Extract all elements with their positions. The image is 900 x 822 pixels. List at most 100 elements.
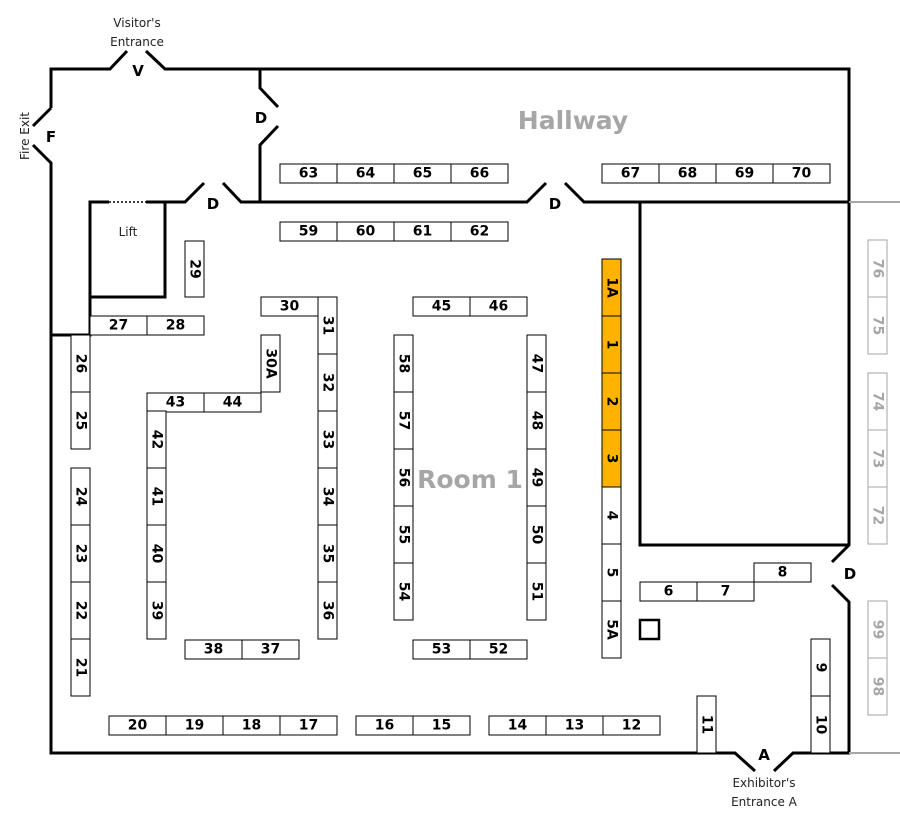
booth-5[interactable]: 5 <box>601 543 622 602</box>
booth-9[interactable]: 9 <box>810 638 831 697</box>
booth-27[interactable]: 27 <box>89 315 148 336</box>
booth-4[interactable]: 4 <box>601 486 622 545</box>
booth-72[interactable]: 72 <box>867 486 888 545</box>
booth-43[interactable]: 43 <box>146 392 205 413</box>
booth-46[interactable]: 46 <box>469 296 528 317</box>
booth-number: 9 <box>813 663 829 673</box>
booth-41[interactable]: 41 <box>146 467 167 526</box>
booth-36[interactable]: 36 <box>317 581 338 640</box>
booth-52[interactable]: 52 <box>469 639 528 660</box>
booth-number: 17 <box>299 718 318 734</box>
booth-box <box>450 163 509 184</box>
booth-number: 58 <box>396 354 412 373</box>
booth-50[interactable]: 50 <box>526 505 547 564</box>
booth-35[interactable]: 35 <box>317 524 338 583</box>
booth-20[interactable]: 20 <box>108 715 167 736</box>
booth-31[interactable]: 31 <box>317 296 338 355</box>
booth-21[interactable]: 21 <box>70 638 91 697</box>
booth-76[interactable]: 76 <box>867 239 888 298</box>
booth-25[interactable]: 25 <box>70 391 91 450</box>
booth-number: 3 <box>604 454 620 464</box>
booth-6[interactable]: 6 <box>639 581 698 602</box>
booth-box <box>810 695 831 754</box>
booth-49[interactable]: 49 <box>526 448 547 507</box>
booth-99[interactable]: 99 <box>867 600 888 659</box>
booth-1a[interactable]: 1A <box>601 258 622 317</box>
booth-58[interactable]: 58 <box>393 334 414 393</box>
booth-number: 49 <box>529 468 545 487</box>
booth-39[interactable]: 39 <box>146 581 167 640</box>
booth-number: 45 <box>432 299 451 315</box>
booth-42[interactable]: 42 <box>146 410 167 469</box>
booth-2[interactable]: 2 <box>601 372 622 431</box>
booth-44[interactable]: 44 <box>203 392 262 413</box>
booth-13[interactable]: 13 <box>545 715 604 736</box>
booth-56[interactable]: 56 <box>393 448 414 507</box>
booth-17[interactable]: 17 <box>279 715 338 736</box>
booth-box <box>70 391 91 450</box>
booth-16[interactable]: 16 <box>355 715 414 736</box>
booth-19[interactable]: 19 <box>165 715 224 736</box>
booth-15[interactable]: 15 <box>412 715 471 736</box>
booth-48[interactable]: 48 <box>526 391 547 450</box>
booth-66[interactable]: 66 <box>450 163 509 184</box>
booth-55[interactable]: 55 <box>393 505 414 564</box>
booth-number: 52 <box>489 642 508 658</box>
booth-number: 8 <box>778 565 788 581</box>
booth-62[interactable]: 62 <box>450 221 509 242</box>
booth-number: 26 <box>73 354 89 373</box>
booth-box <box>469 296 528 317</box>
booth-73[interactable]: 73 <box>867 429 888 488</box>
booth-22[interactable]: 22 <box>70 581 91 640</box>
booth-26[interactable]: 26 <box>70 334 91 393</box>
door-v: V <box>132 62 144 80</box>
booth-14[interactable]: 14 <box>488 715 547 736</box>
door-d-hallway: D <box>255 109 267 127</box>
booth-40[interactable]: 40 <box>146 524 167 583</box>
booth-32[interactable]: 32 <box>317 353 338 412</box>
booth-24[interactable]: 24 <box>70 467 91 526</box>
booth-68[interactable]: 68 <box>658 163 717 184</box>
booth-45[interactable]: 45 <box>412 296 471 317</box>
booth-59[interactable]: 59 <box>279 221 338 242</box>
booth-28[interactable]: 28 <box>146 315 205 336</box>
booth-53[interactable]: 53 <box>412 639 471 660</box>
booth-47[interactable]: 47 <box>526 334 547 393</box>
booth-34[interactable]: 34 <box>317 467 338 526</box>
booth-65[interactable]: 65 <box>393 163 452 184</box>
booth-11[interactable]: 11 <box>696 695 717 754</box>
booth-38[interactable]: 38 <box>184 639 243 660</box>
booth-51[interactable]: 51 <box>526 562 547 621</box>
booth-12[interactable]: 12 <box>602 715 661 736</box>
booth-7[interactable]: 7 <box>696 581 755 602</box>
booth-number: 5 <box>604 568 620 578</box>
booth-3[interactable]: 3 <box>601 429 622 488</box>
booth-74[interactable]: 74 <box>867 372 888 431</box>
booth-63[interactable]: 63 <box>279 163 338 184</box>
lift-label: Lift <box>119 225 138 239</box>
booth-33[interactable]: 33 <box>317 410 338 469</box>
booth-70[interactable]: 70 <box>772 163 831 184</box>
booth-98[interactable]: 98 <box>867 657 888 716</box>
booth-5a[interactable]: 5A <box>601 600 622 659</box>
booth-30a[interactable]: 30A <box>260 334 281 393</box>
booth-64[interactable]: 64 <box>336 163 395 184</box>
booth-10[interactable]: 10 <box>810 695 831 754</box>
booth-29[interactable]: 29 <box>184 240 205 298</box>
booth-37[interactable]: 37 <box>241 639 300 660</box>
booth-61[interactable]: 61 <box>393 221 452 242</box>
booth-number: 29 <box>187 259 203 278</box>
booth-60[interactable]: 60 <box>336 221 395 242</box>
booth-23[interactable]: 23 <box>70 524 91 583</box>
booth-18[interactable]: 18 <box>222 715 281 736</box>
booth-67[interactable]: 67 <box>601 163 660 184</box>
booth-30[interactable]: 30 <box>260 296 319 317</box>
booth-54[interactable]: 54 <box>393 562 414 621</box>
booth-57[interactable]: 57 <box>393 391 414 450</box>
booth-8[interactable]: 8 <box>753 562 812 583</box>
room-label: Room 1 <box>417 465 523 494</box>
booth-number: 37 <box>261 642 280 658</box>
booth-75[interactable]: 75 <box>867 296 888 355</box>
booth-69[interactable]: 69 <box>715 163 774 184</box>
booth-1[interactable]: 1 <box>601 315 622 374</box>
